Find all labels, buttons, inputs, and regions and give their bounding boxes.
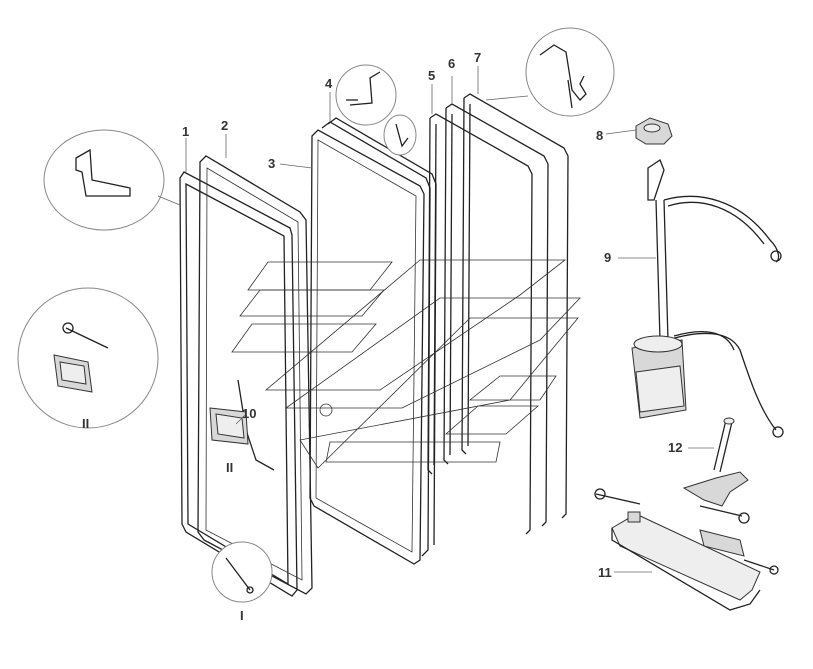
glass-panel-part-2 bbox=[197, 155, 333, 595]
exploded-guide-lines bbox=[231, 259, 581, 469]
label-part-9: 9 bbox=[604, 250, 611, 265]
callout-detail-II-upper bbox=[17, 287, 159, 429]
label-part-6: 6 bbox=[448, 56, 455, 71]
label-detail-II-upper: II bbox=[82, 416, 89, 431]
label-part-2: 2 bbox=[221, 118, 228, 133]
latch-mechanism bbox=[594, 471, 750, 524]
seal-strip-part-7 bbox=[461, 93, 569, 519]
label-part-8: 8 bbox=[596, 128, 603, 143]
seal-strip-part-6 bbox=[443, 103, 549, 527]
handle-part-11 bbox=[611, 511, 779, 611]
seal-strip-part-5 bbox=[427, 113, 533, 535]
callout-profile-part-1 bbox=[43, 129, 181, 231]
label-part-3: 3 bbox=[268, 156, 275, 171]
gas-strut-part-12 bbox=[713, 417, 735, 473]
part-labels: 1 2 3 4 5 6 7 8 9 10 11 12 I II II bbox=[82, 50, 682, 623]
label-part-1: 1 bbox=[182, 124, 189, 139]
label-part-7: 7 bbox=[474, 50, 481, 65]
label-detail-II-lower: II bbox=[226, 460, 233, 475]
callout-detail-I bbox=[211, 541, 273, 603]
glass-panel-part-3 bbox=[309, 129, 425, 565]
callout-detail-II-lower bbox=[209, 407, 249, 445]
seal-strip-part-4 bbox=[321, 117, 437, 557]
callout-profile-part-7 bbox=[485, 27, 615, 117]
callout-profile-part-4 bbox=[335, 64, 397, 126]
nozzle-cap-part-8 bbox=[635, 117, 673, 145]
callout-profile-part-5 bbox=[383, 114, 417, 156]
washer-reservoir-part-9 bbox=[631, 159, 784, 438]
label-detail-I: I bbox=[240, 608, 244, 623]
label-part-12: 12 bbox=[668, 440, 682, 455]
label-part-10: 10 bbox=[242, 406, 256, 421]
leader-lines bbox=[185, 66, 714, 573]
label-part-11: 11 bbox=[598, 565, 612, 580]
label-part-4: 4 bbox=[325, 76, 333, 91]
label-part-5: 5 bbox=[428, 68, 435, 83]
